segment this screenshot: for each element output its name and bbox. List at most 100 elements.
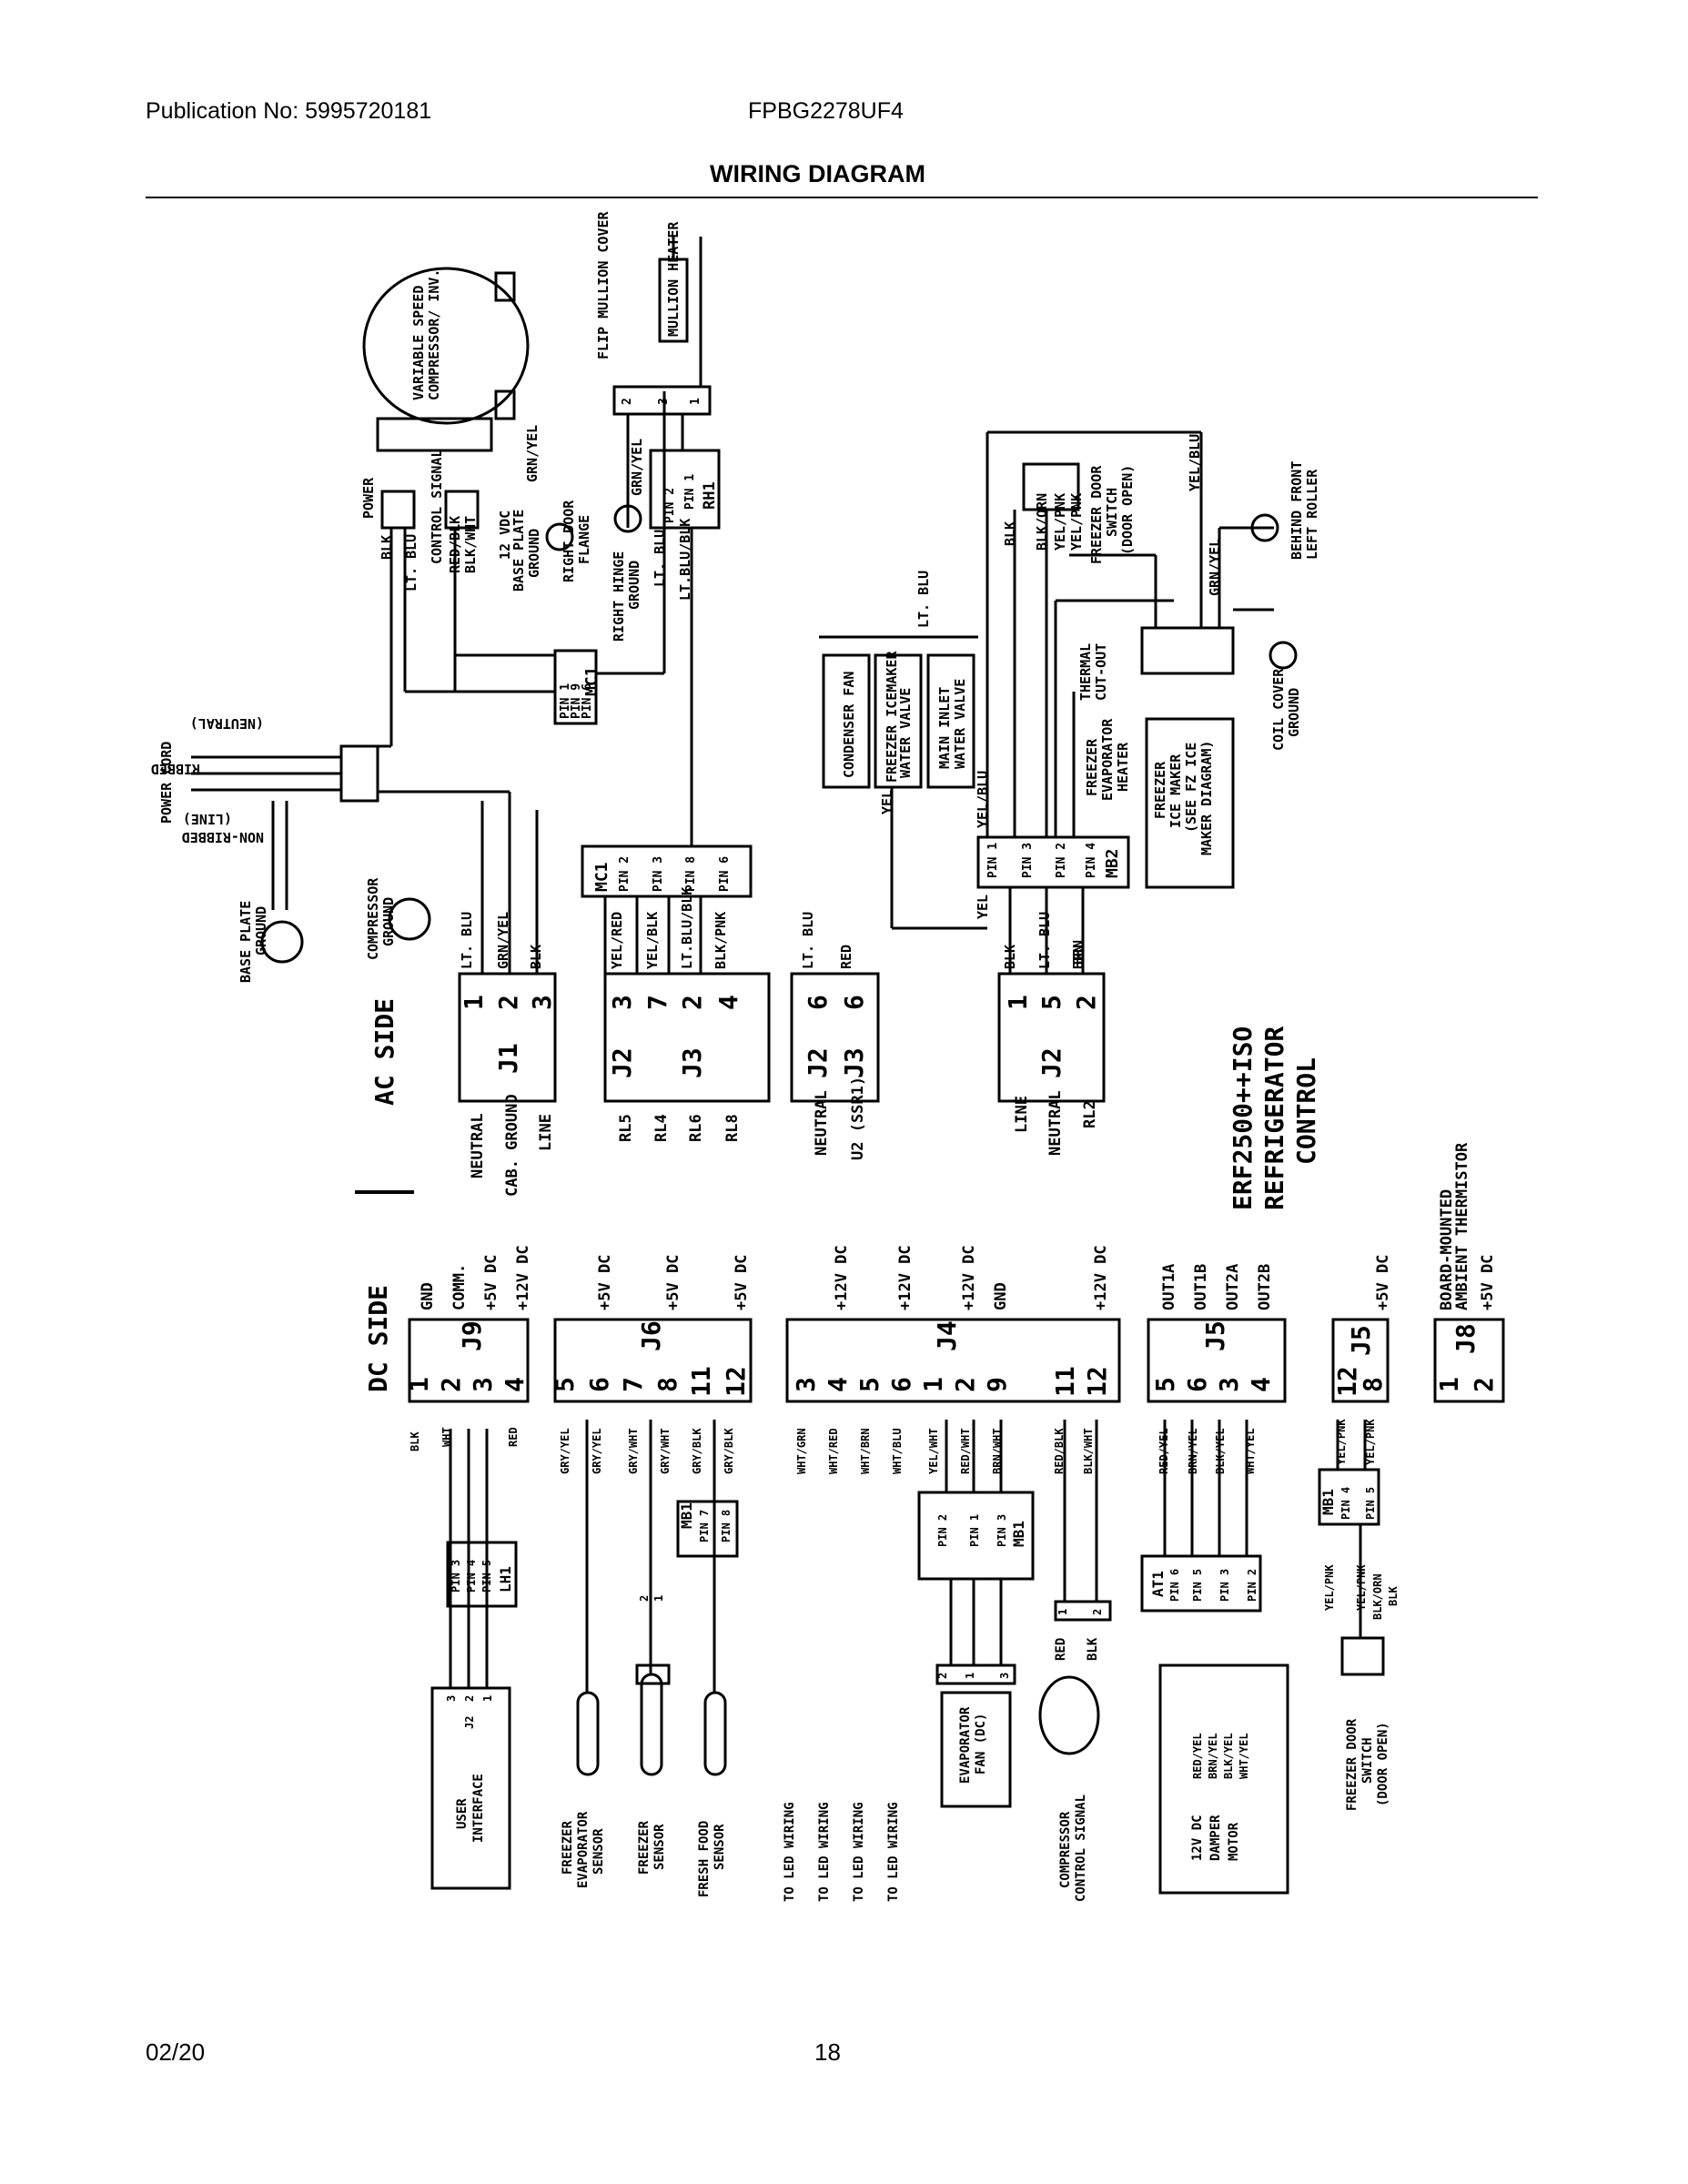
j4-label-12v-2: +12V DC [896,1245,915,1310]
fds-wire-4: BLK [1387,1586,1400,1606]
comp-signal-label-2: CONTROL SIGNAL [1074,1795,1088,1902]
j2b-label-rl2: RL2 [1081,1100,1099,1128]
base-plate-ground-label-2: GROUND [253,906,269,956]
u2-label-u2: U2 (SSR1) [849,1077,867,1160]
j6-wire-6: GRY/BLK [723,1428,735,1474]
j1-label-line: LINE [537,1114,555,1151]
right-hinge-ground-label-1: RIGHT HINGE [611,551,627,642]
lt-blu-blk-label: LT.BLU/BLK [677,519,693,601]
j6-pin-7: 7 [618,1377,648,1392]
j5-pin-3: 3 [1214,1377,1244,1392]
j4-pin-9: 9 [982,1377,1012,1392]
u2-wire-2: RED [838,945,854,969]
j4-name: J4 [932,1320,962,1351]
j1-label-neutral: NEUTRAL [469,1113,487,1178]
j4-pin-4: 4 [823,1377,853,1392]
lh1-name: LH1 [497,1566,514,1592]
brn-label: BRN [1070,940,1087,965]
j23-wire-2: YEL/BLK [644,912,661,969]
mc1-upper-pin-1: PIN 1 [559,683,572,719]
j4-wire-1: WHT/GRN [795,1428,808,1474]
j4-label-gnd: GND [992,1282,1010,1310]
mc1-upper-pin-6: PIN 6 [581,683,594,719]
j4-pin-3: 3 [791,1377,821,1392]
mb2-name: MB2 [1103,848,1122,878]
j23-pin-3: 3 [607,995,637,1010]
conn2-pin-2: 2 [638,1595,651,1602]
blk-label-2: BLK [1002,521,1018,546]
freezer-ice-maker-label-4: MAKER DIAGRAM) [1198,741,1215,855]
mc1-upper-pin-9: PIN 9 [570,683,583,719]
red-blk-label: RED/BLK [447,516,463,573]
j9-wire-wht: WHT [440,1427,453,1447]
j4-wire-6: RED/WHT [959,1428,972,1474]
j2ui-pin-1: 1 [481,1695,494,1702]
blk-label: BLK [379,535,395,560]
j23-wire-3: LT.BLU/BLK [679,887,695,969]
freezer-evap-sensor-label-1: FREEZER [561,1820,575,1875]
mb2-pin-4: PIN 4 [1085,843,1098,878]
j2b-label-line: LINE [1013,1096,1031,1133]
line-paren-label: (LINE) [183,811,232,827]
damper-label-2: DAMPER [1208,1815,1223,1861]
fds-label-2: SWITCH [1360,1737,1375,1784]
j4-wire-3: WHT/BRN [859,1428,872,1474]
j23-pin-2: 2 [677,995,707,1010]
at1-pin-2: PIN 2 [1246,1569,1258,1602]
at1-pin-6: PIN 6 [1168,1569,1181,1602]
lh1-pin-3: PIN 3 [450,1560,462,1592]
fresh-food-sensor-label-2: SENSOR [713,1824,727,1870]
blk-wht-label: BLK/WHT [462,516,479,573]
j6-pin-5: 5 [550,1377,580,1392]
freezer-ice-maker-label-2: ICE MAKER [1167,753,1184,828]
damper-wire-4: WHT/YEL [1238,1733,1250,1779]
compressor-ground-label-1: COMPRESSOR [365,877,381,960]
j5-wire-3: BLK/YEL [1214,1428,1227,1474]
j9-label-5v: +5V DC [482,1255,500,1310]
rh1-pin-1: PIN 1 [683,474,697,510]
damper-wire-3: BLK/YEL [1222,1733,1235,1779]
j8-name: J8 [1450,1323,1481,1354]
footer-page: 18 [814,2038,841,2066]
power-label: POWER [360,477,377,519]
mb1b-name: MB1 [1010,1521,1027,1547]
j9-pin-1: 1 [404,1377,434,1392]
lh1-pin-5: PIN 5 [480,1560,493,1592]
right-hinge-ground-label-2: GROUND [626,561,642,610]
j5b-pin-12: 12 [1332,1366,1362,1397]
freezer-evap-sensor-label-2: EVAPORATOR [576,1811,591,1888]
damper-label-1: 12V DC [1190,1815,1205,1861]
j2b-wire-1: BLK [1002,945,1018,969]
conn12-pin-1: 1 [1056,1609,1069,1615]
j2ui-pin-2: 2 [463,1695,476,1702]
j5-wire-4: WHT/YEL [1244,1428,1257,1474]
12vdc-label: 12 VDC [497,511,513,560]
j5-wire-1: RED/YEL [1157,1428,1170,1474]
j4-pin-5: 5 [854,1377,884,1392]
yel-pnk-label: YEL/PNK [1052,493,1068,551]
j4-wire-8: RED/BLK [1053,1428,1066,1474]
j6-wire-4: GRY/WHT [659,1428,672,1474]
mb1a-name: MB1 [678,1502,695,1529]
dc-side-title: DC SIDE [363,1285,393,1392]
j8-label-board: BOARD-MOUNTED [1438,1189,1456,1310]
non-ribbed-label: NON-RIBBED [182,829,264,845]
right-door-flange-label-2: FLANGE [576,515,592,564]
lh1-pin-4: PIN 4 [465,1560,478,1592]
mb1b-pin-2: PIN 2 [936,1514,949,1547]
j4-pin-6: 6 [886,1377,916,1392]
conn12-pin-2: 2 [1091,1609,1104,1615]
control-signal-label: CONTROL SIGNAL [429,450,445,564]
base-plate-ground2-label-1: BASE PLATE [510,510,527,592]
j9-pin-2: 2 [436,1377,466,1392]
evap-fan-label-2: FAN (DC) [974,1714,988,1774]
user-interface-label-1: USER [455,1798,470,1829]
thermal-cutout-label-1: THERMAL [1077,643,1094,701]
j4-wire-2: WHT/RED [827,1428,840,1474]
j2b-wire-3: BRN [1070,945,1087,969]
fds-label-3: (DOOR OPEN) [1376,1722,1390,1806]
j23-label-rl8: RL8 [723,1114,742,1142]
mb1a-pin-8: PIN 8 [720,1510,733,1542]
rh1-name: RH1 [701,481,719,510]
